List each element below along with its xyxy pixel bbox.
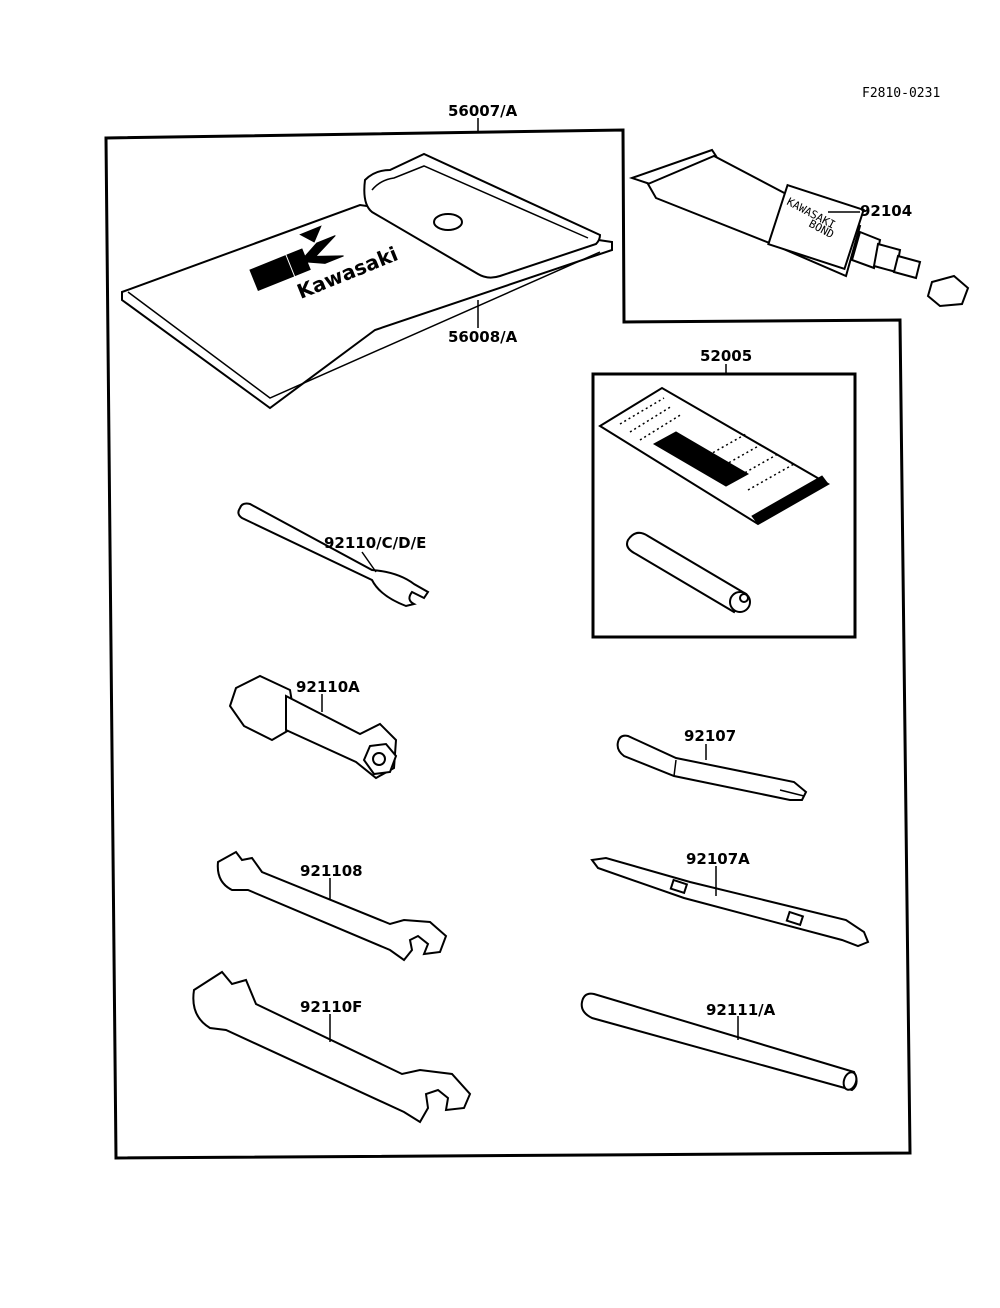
label-bar: 92111/A [706,1001,776,1019]
patch-kit-box [591,372,857,639]
toolkit-outline [104,128,912,1160]
label-tool-bag: 56008/A [448,328,518,346]
tool-bag: Kawasaki [121,152,613,410]
label-wrench-small: 921108 [300,862,363,880]
label-toolkit-assembly: 56007/A [448,102,518,120]
bond-tube: KAWASAKI BOND [628,148,970,308]
tube-cap-icon [926,274,970,308]
patch-kit-tube [626,531,751,614]
label-plug-wrench: 92110A [296,678,360,696]
label-screwdriver-handle: 92107A [686,850,750,868]
diagram-code: F2810-0231 [862,86,940,101]
screwdriver [616,734,808,801]
label-bond-tube: 92104 [860,202,912,220]
screwdriver-handle [590,856,870,948]
patch-kit-card [598,386,831,526]
plug-wrench [228,674,398,780]
label-wrench-large: 92110F [300,998,362,1016]
wrench-large [192,970,472,1124]
hook-spanner [237,502,430,608]
snap-button-icon [433,213,463,231]
label-hook-spanner: 92110/C/D/E [324,534,426,552]
label-screwdriver: 92107 [684,727,736,745]
tommy-bar [580,992,858,1092]
wrench-small [216,850,448,962]
label-patch-kit: 52005 [700,347,752,365]
